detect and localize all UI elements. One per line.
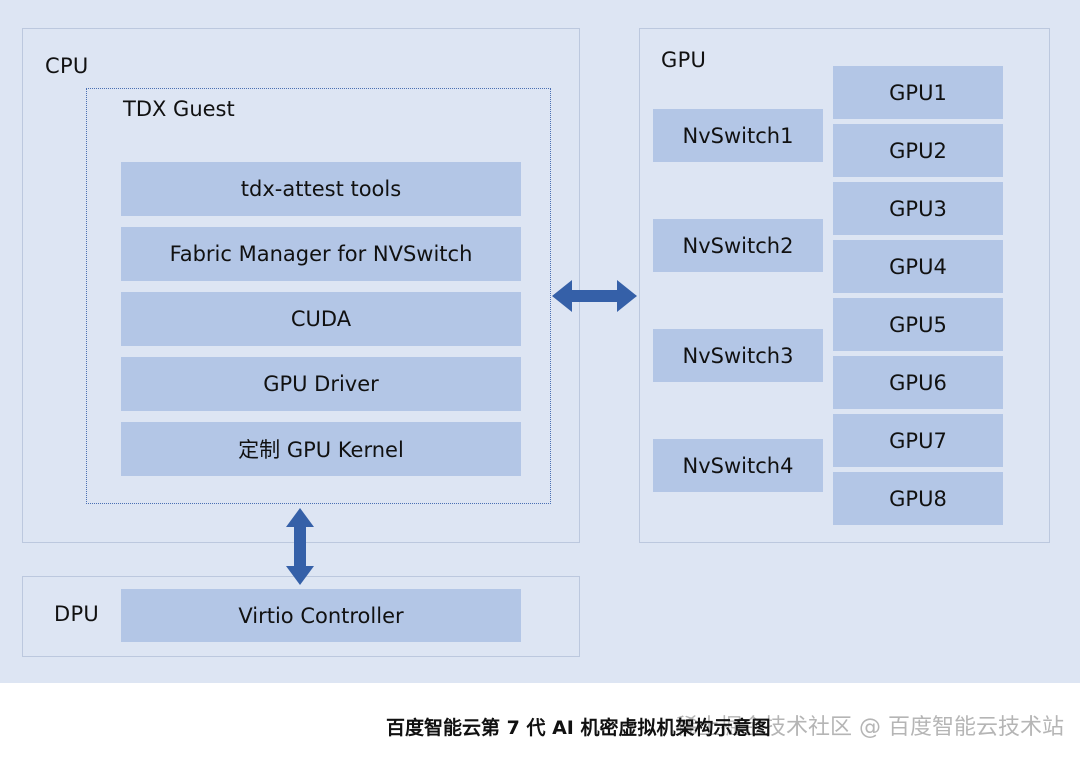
gpu-7: GPU7 xyxy=(833,414,1003,467)
virtio-controller: Virtio Controller xyxy=(121,589,521,642)
architecture-diagram: CPU TDX Guest tdx-attest tools Fabric Ma… xyxy=(0,0,1080,683)
gpu-8: GPU8 xyxy=(833,472,1003,525)
figure-caption: 百度智能云第 7 代 AI 机密虚拟机架构示意图 xyxy=(386,717,771,739)
watermark-text: 稀土掘金技术社区 @ 百度智能云技术站 xyxy=(676,715,1064,740)
nvswitch-1: NvSwitch1 xyxy=(653,109,823,162)
layer-gpu-driver: GPU Driver xyxy=(121,357,521,411)
gpu-label: GPU xyxy=(661,48,707,72)
dpu-label: DPU xyxy=(54,602,100,626)
gpu-6: GPU6 xyxy=(833,356,1003,409)
gpu-1: GPU1 xyxy=(833,66,1003,119)
nvswitch-3: NvSwitch3 xyxy=(653,329,823,382)
layer-fabric-manager: Fabric Manager for NVSwitch xyxy=(121,227,521,281)
connection-arrows xyxy=(286,280,637,585)
nvswitch-4: NvSwitch4 xyxy=(653,439,823,492)
cpu-dpu-double-arrow xyxy=(286,508,314,585)
tdx-guest-frame xyxy=(86,88,551,504)
nvswitch-2: NvSwitch2 xyxy=(653,219,823,272)
tdx-guest-label: TDX Guest xyxy=(123,97,235,121)
gpu-4: GPU4 xyxy=(833,240,1003,293)
layer-cuda: CUDA xyxy=(121,292,521,346)
gpu-3: GPU3 xyxy=(833,182,1003,235)
layer-tdx-attest-tools: tdx-attest tools xyxy=(121,162,521,216)
cpu-gpu-double-arrow xyxy=(552,280,637,312)
gpu-frame xyxy=(639,28,1050,543)
gpu-5: GPU5 xyxy=(833,298,1003,351)
gpu-2: GPU2 xyxy=(833,124,1003,177)
cpu-label: CPU xyxy=(45,54,89,78)
layer-custom-gpu-kernel: 定制 GPU Kernel xyxy=(121,422,521,476)
